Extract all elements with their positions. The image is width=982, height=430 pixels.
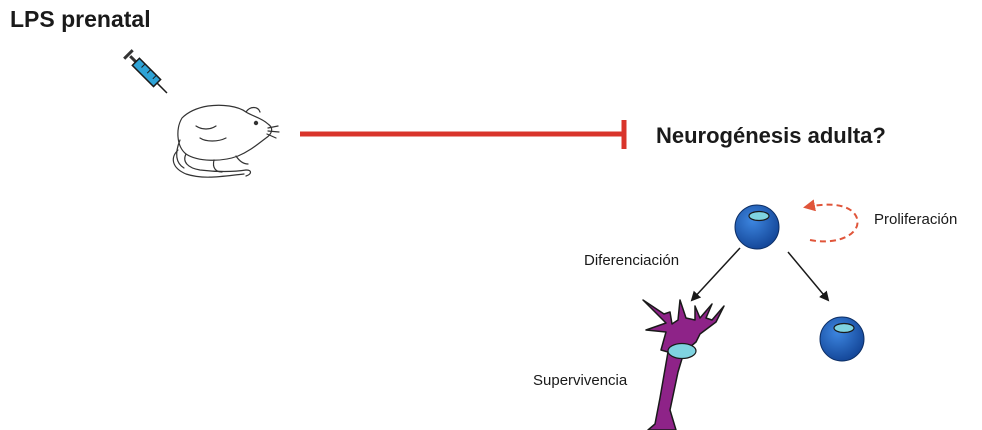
syringe-icon [123, 49, 171, 97]
proliferation-label: Proliferación [874, 211, 957, 228]
rat-icon [173, 105, 279, 177]
differentiation-label: Diferenciación [584, 252, 679, 269]
neuron-icon [643, 300, 724, 430]
stem-cell-bottom [820, 317, 864, 361]
stem-cell-top [735, 205, 779, 249]
survival-label: Supervivencia [533, 372, 627, 389]
proliferation-arrow [806, 205, 858, 242]
arrow-to-neuron [692, 248, 740, 300]
neurogenesis-question: Neurogénesis adulta? [656, 123, 886, 149]
diagram-title: LPS prenatal [10, 6, 151, 33]
arrow-to-stem-cell [788, 252, 828, 300]
